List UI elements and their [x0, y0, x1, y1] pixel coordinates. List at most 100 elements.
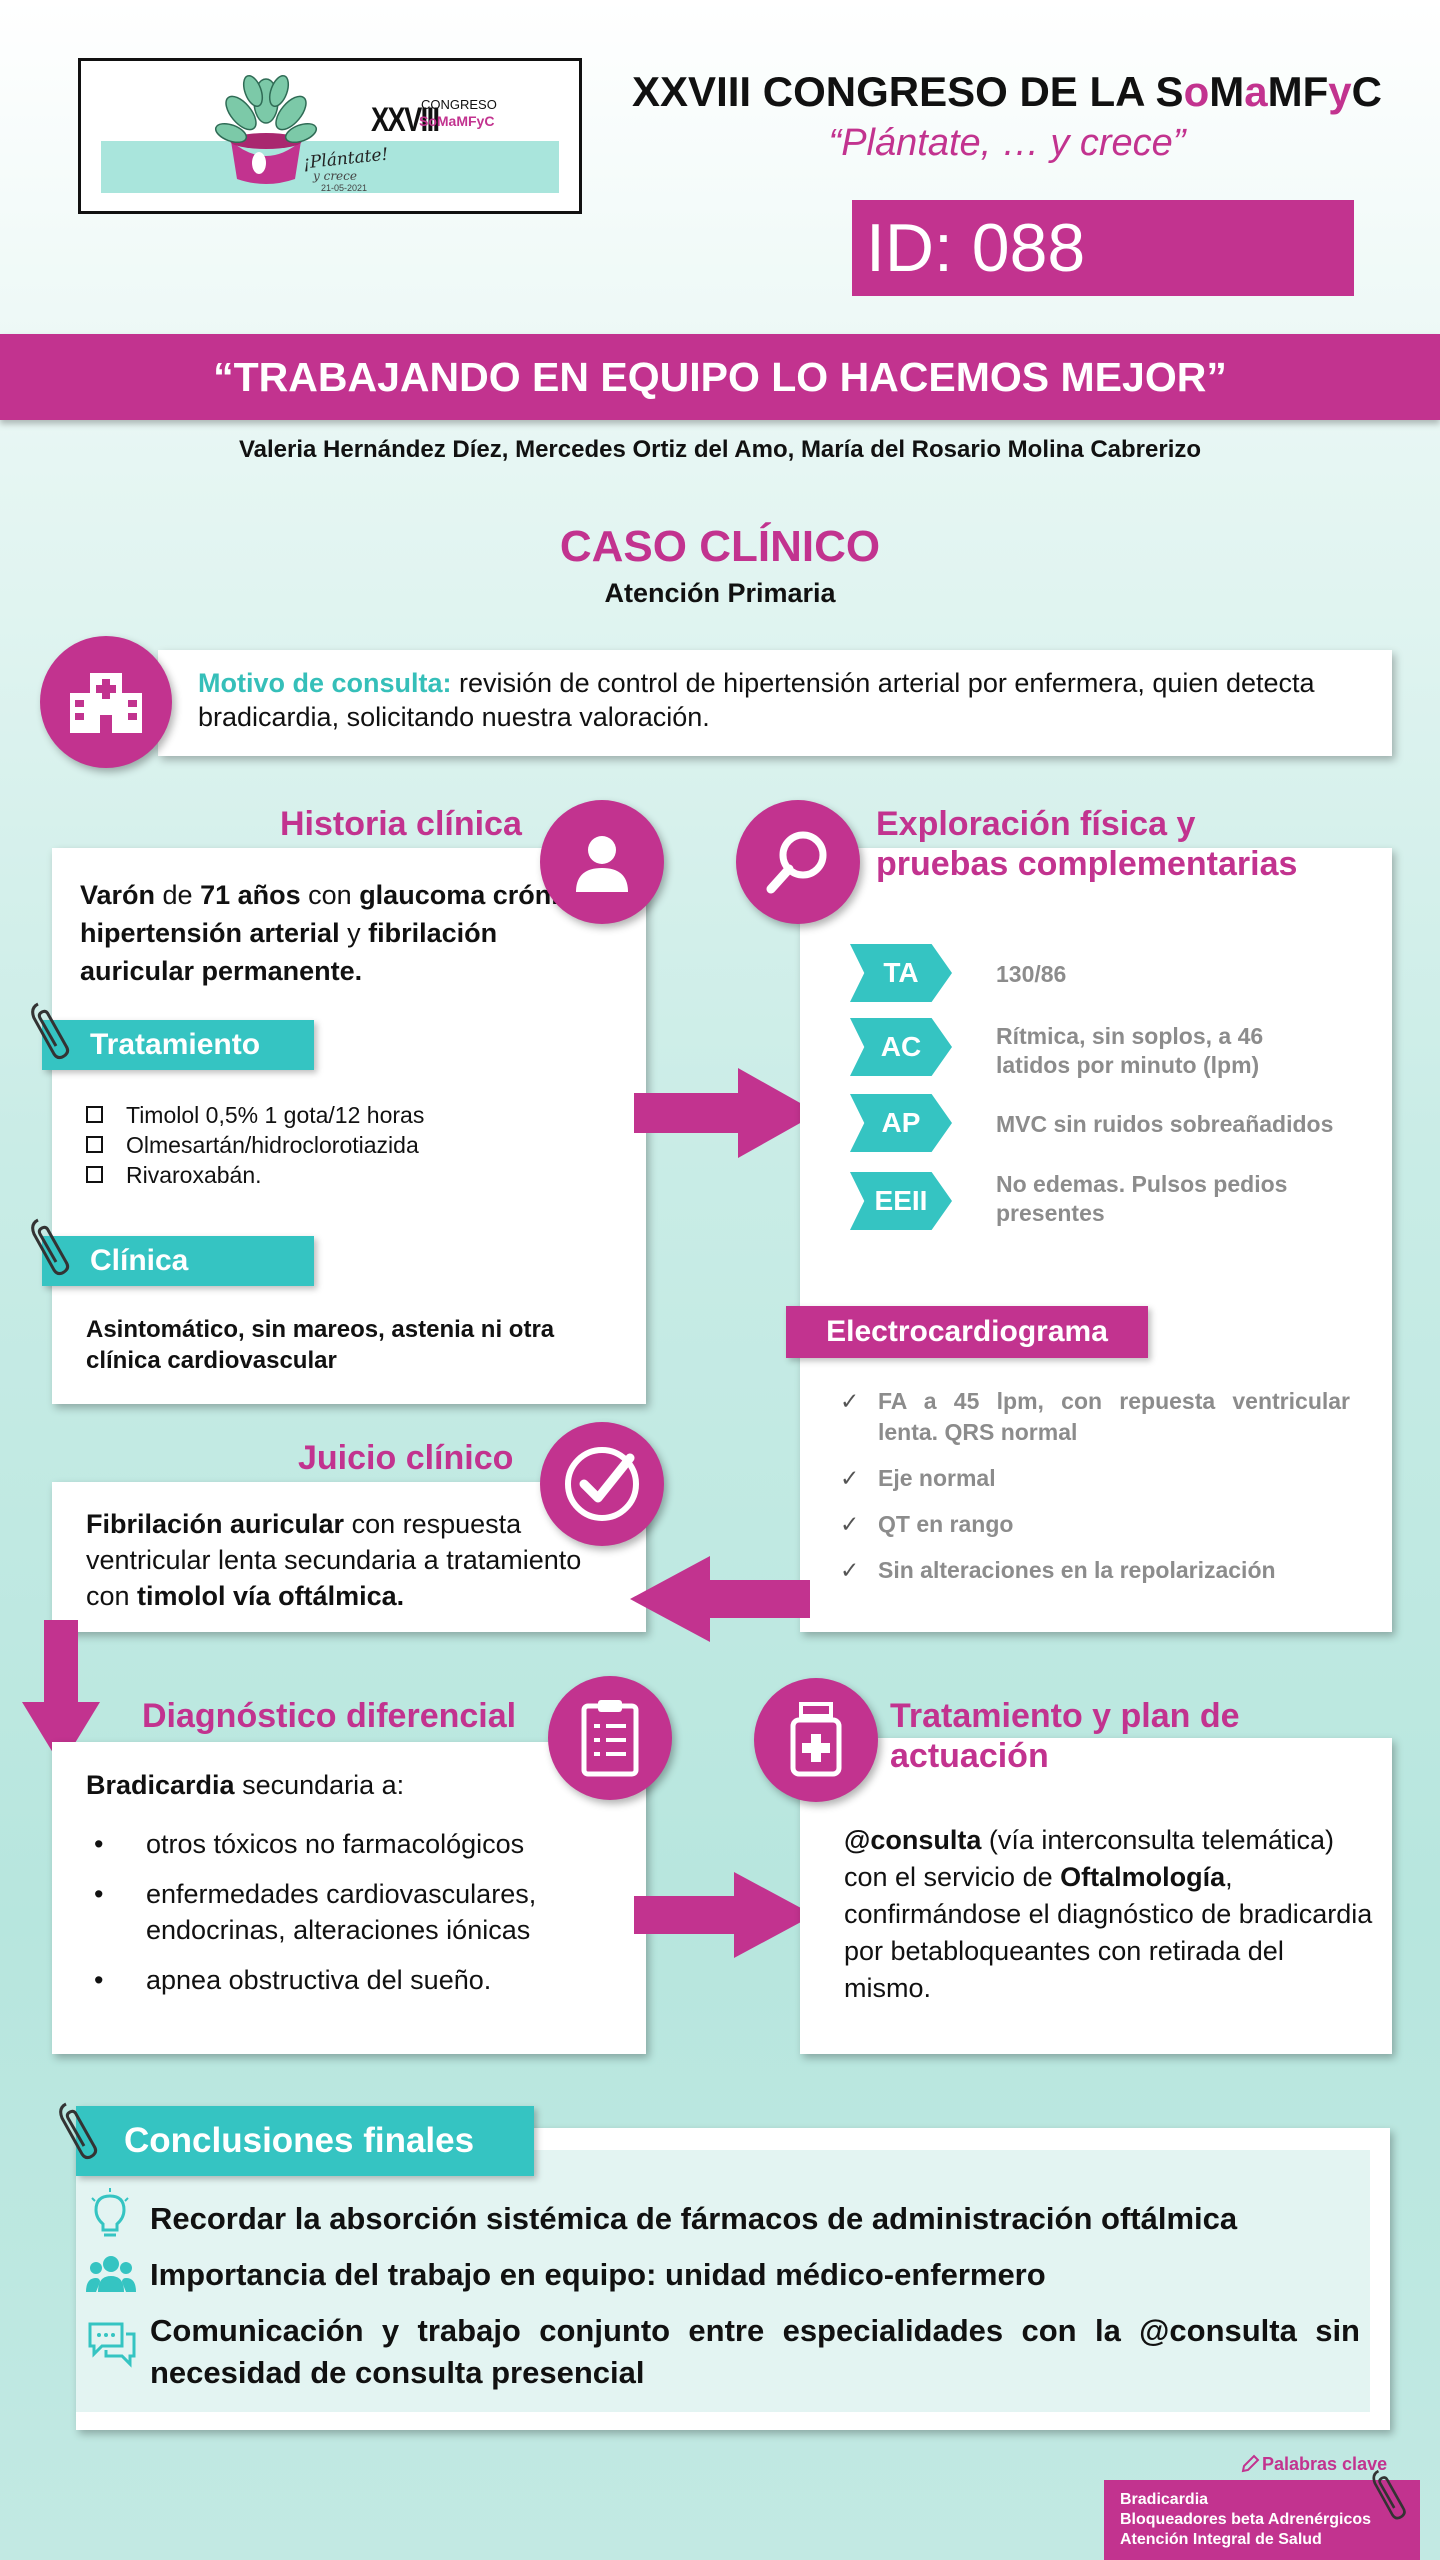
logo-date: 21-05-2021 — [321, 183, 368, 193]
keywords-label: Palabras clave — [1262, 2454, 1388, 2474]
check-icon: ✓ — [840, 1511, 860, 1537]
list-item: Rivaroxabán. — [86, 1160, 626, 1190]
paperclip-icon — [59, 2102, 98, 2160]
paperclip-icon — [31, 1002, 70, 1060]
clinica-tag: Clínica — [42, 1236, 314, 1286]
juicio-part: timolol vía oftálmica. — [137, 1581, 405, 1611]
paperclip-icon — [31, 1218, 70, 1276]
list-item: ✓ QT en rango — [840, 1509, 1350, 1540]
diferencial-item: apnea obstructiva del sueño. — [146, 1965, 492, 1995]
arrow-right-icon — [634, 1068, 818, 1158]
vital-tag-ap: AP — [850, 1094, 952, 1152]
plan-title-line: Tratamiento y plan de — [890, 1697, 1240, 1735]
case-title: CASO CLÍNICO — [559, 522, 881, 571]
diferencial-item: enfermedades cardiovasculares, endocrina… — [146, 1879, 537, 1945]
arrow-right-icon — [634, 1872, 814, 1958]
diferencial-lead: Bradicardia secundaria a: — [86, 1770, 404, 1801]
poster-id-badge: ID: 088 — [852, 200, 1354, 296]
logo-numeral: XXVIII — [371, 101, 440, 139]
title-part: y — [1328, 68, 1352, 115]
list-item: Timolol 0,5% 1 gota/12 horas — [86, 1100, 626, 1130]
keyword-item: Atención Integral de Salud — [1120, 2531, 1322, 2548]
historia-part: de — [155, 880, 201, 910]
diferencial-list: •otros tóxicos no farmacológicos •enferm… — [86, 1826, 626, 2012]
list-item: •otros tóxicos no farmacológicos — [94, 1829, 525, 1859]
vital-value-ap: MVC sin ruidos sobreañadidos — [996, 1111, 1334, 1137]
exploracion-title-line: Exploración física y — [876, 805, 1196, 843]
juicio-text: Fibrilación auricular con respuesta vent… — [86, 1506, 606, 1614]
tratamiento-tag: Tratamiento — [42, 1020, 314, 1070]
plan-part: Oftalmología — [1060, 1862, 1226, 1892]
historia-card: Varón de 71 años con glaucoma crónico, h… — [52, 848, 646, 1404]
user-icon — [540, 800, 664, 924]
logo-band — [101, 141, 559, 193]
chat-icon — [88, 2322, 136, 2368]
ecg-item: Sin alteraciones en la repolarización — [878, 1557, 1276, 1583]
diferencial-item: otros tóxicos no farmacológicos — [146, 1829, 525, 1859]
title-part: XXVIII CONGRESO DE LA S — [632, 68, 1184, 115]
motivo-label: Motivo de consulta: — [198, 668, 452, 698]
poster-title: “TRABAJANDO EN EQUIPO LO HACEMOS MEJOR” — [0, 334, 1440, 420]
conclusion-item: Recordar la absorción sistémica de fárma… — [150, 2201, 1238, 2236]
tratamiento-item: Olmesartán/hidroclorotiazida — [126, 1132, 419, 1158]
historia-title: Historia clínica — [280, 805, 522, 843]
exploracion-card: TA 130/86 AC Rítmica, sin soplos, a 46 l… — [800, 848, 1392, 1632]
ecg-tag: Electrocardiograma — [786, 1306, 1148, 1358]
conclusiones-tag: Conclusiones finales — [76, 2106, 534, 2176]
logo-congreso: CONGRESO — [421, 97, 497, 112]
list-item: Olmesartán/hidroclorotiazida — [86, 1130, 626, 1160]
congress-title: XXVIII CONGRESO DE LA SoMaMFyC — [612, 68, 1402, 116]
motivo-body: revisión de control de hipertensión arte… — [198, 668, 1315, 732]
juicio-part: Fibrilación auricular — [86, 1509, 345, 1539]
conclusion-item: Importancia del trabajo en equipo: unida… — [150, 2257, 1046, 2292]
vital-value-eeii: No edemas. Pulsos pedios presentes — [996, 1171, 1288, 1226]
plan-part: , confirmándose el diagnóstico de bradic… — [844, 1862, 1373, 2003]
hospital-icon — [40, 636, 172, 768]
keywords-box: Bradicardia Bloqueadores beta Adrenérgic… — [1104, 2480, 1420, 2560]
ecg-item: Eje normal — [878, 1465, 996, 1491]
vital-tag-eeii: EEII — [850, 1172, 952, 1230]
exploracion-title-line: pruebas complementarias — [876, 845, 1298, 883]
motivo-card: Motivo de consulta: revisión de control … — [158, 650, 1392, 756]
historia-part: fibrilación auricular permanente. — [80, 918, 498, 986]
historia-part: 71 años — [200, 880, 301, 910]
logo-slogan-2: y crece — [313, 169, 357, 183]
title-part: a — [1244, 68, 1268, 115]
diferencial-lead-bold: Bradicardia — [86, 1770, 235, 1800]
motivo-text: Motivo de consulta: revisión de control … — [198, 666, 1378, 734]
clinica-text: Asintomático, sin mareos, astenia ni otr… — [86, 1316, 555, 1374]
plan-card: @consulta (vía interconsulta telemática)… — [800, 1738, 1392, 2054]
case-subtitle: Atención Primaria — [604, 578, 836, 608]
historia-text: Varón de 71 años con glaucoma crónico, h… — [80, 876, 600, 990]
paperclip-icon — [1372, 2469, 1406, 2520]
title-part: o — [1183, 68, 1210, 115]
tratamiento-item: Timolol 0,5% 1 gota/12 horas — [126, 1102, 425, 1128]
team-icon — [86, 2256, 136, 2292]
vital-tag-ta: TA — [850, 944, 952, 1002]
list-item: ✓FA a 45 lpm, con repuesta ventricular l… — [840, 1386, 1350, 1448]
check-circle-icon — [540, 1422, 664, 1546]
keyword-item: Bradicardia — [1120, 2491, 1209, 2508]
diferencial-card: Bradicardia secundaria a: •otros tóxicos… — [52, 1742, 646, 2054]
juicio-part: con respuesta ventricular lenta secundar… — [86, 1509, 582, 1611]
list-item: •enfermedades cardiovasculares, endocrin… — [94, 1879, 537, 1945]
juicio-title: Juicio clínico — [298, 1439, 514, 1477]
historia-part: Varón — [80, 880, 156, 910]
historia-part: y — [339, 918, 369, 948]
tratamiento-list: Timolol 0,5% 1 gota/12 horas Olmesartán/… — [86, 1100, 626, 1190]
check-icon: ✓ — [840, 1388, 860, 1414]
list-item: ✓Sin alteraciones en la repolarización — [840, 1555, 1350, 1586]
congress-subtitle: “Plántate, … y crece” — [828, 122, 1186, 164]
vital-value-ta: 130/86 — [996, 961, 1067, 987]
historia-part: con — [300, 880, 360, 910]
logo-org: SoMaMFyC — [419, 113, 495, 129]
arrow-down-icon — [22, 1620, 100, 1766]
title-part: C — [1351, 68, 1382, 115]
ecg-item: QT en rango — [878, 1511, 1014, 1537]
arrow-left-icon — [630, 1556, 810, 1642]
vital-tag-ac: AC — [850, 1018, 952, 1076]
diferencial-title: Diagnóstico diferencial — [142, 1697, 517, 1735]
conclusion-item: Comunicación y trabajo conjunto entre es… — [150, 2313, 1360, 2390]
